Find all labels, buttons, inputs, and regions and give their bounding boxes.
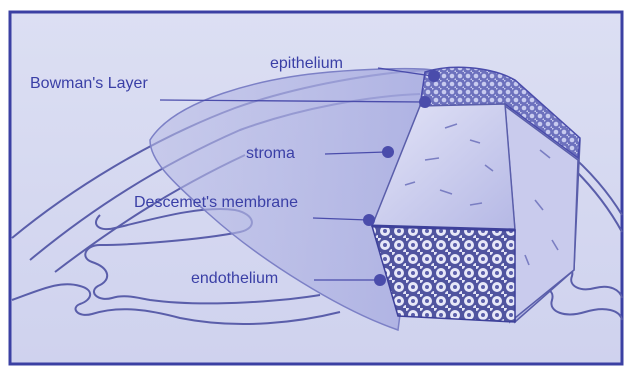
label-descemets-membrane: Descemet's membrane bbox=[134, 194, 298, 212]
label-bowmans-layer: Bowman's Layer bbox=[30, 75, 148, 93]
label-epithelium: epithelium bbox=[270, 55, 343, 73]
label-endothelium: endothelium bbox=[191, 270, 278, 288]
label-stroma: stroma bbox=[246, 145, 295, 163]
